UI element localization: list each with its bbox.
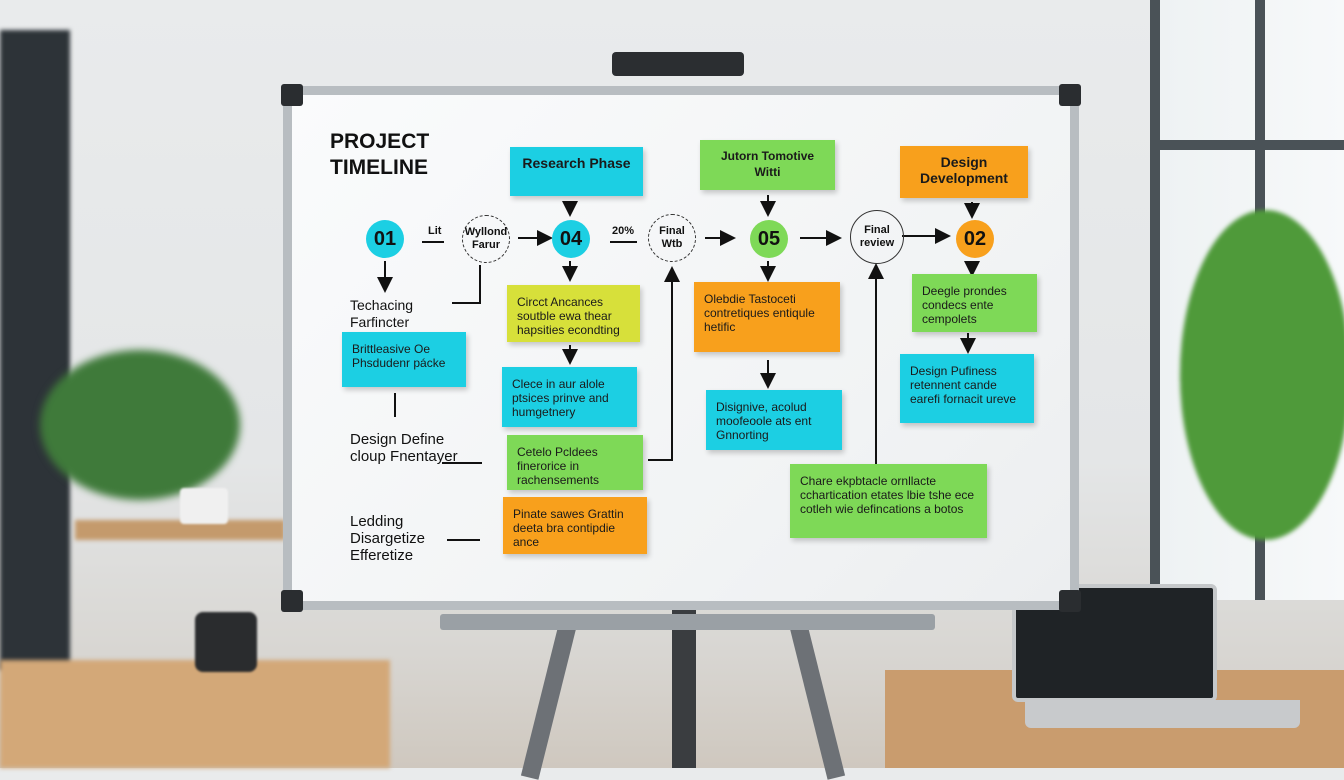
header-note-design: Design Development — [900, 146, 1028, 198]
connector-label: 20% — [612, 225, 635, 237]
easel-tray — [440, 614, 935, 630]
milestone-05: 05 — [750, 220, 788, 258]
sticky-note: Circct Ancances soutble ewa thear hapsit… — [507, 285, 640, 342]
board-corner — [1059, 590, 1081, 612]
board-corner — [281, 84, 303, 106]
header-note-research: Research Phase — [510, 147, 643, 196]
whiteboard: PROJECT TIMELINE Research Phase Jutorn T… — [281, 84, 1081, 612]
milestone-02: 02 — [956, 220, 994, 258]
side-table — [0, 660, 390, 768]
milestone-01: 01 — [366, 220, 404, 258]
board-corner — [1059, 84, 1081, 106]
wall-pillar — [0, 30, 70, 670]
plant-right — [1180, 210, 1344, 540]
wall-shelf — [75, 520, 285, 540]
sticky-note: Chare ekpbtacle ornllacte cchartication … — [790, 464, 987, 538]
sticky-note: Cetelo Pcldees finerorice in rachensemen… — [507, 435, 643, 490]
circle-node: Final Wtb — [648, 214, 696, 262]
sticky-note: Design Pufiness retennent cande earefi f… — [900, 354, 1034, 423]
circle-node-final-review: Final review — [850, 210, 904, 264]
sticky-note: Pinate sawes Grattin deeta bra contipdie… — [503, 497, 647, 554]
milestone-04: 04 — [552, 220, 590, 258]
side-label: Ledding Disargetize Efferetize — [350, 513, 426, 564]
title-line: TIMELINE — [330, 156, 428, 179]
easel-center-leg — [672, 608, 696, 768]
side-label: Design Define cloup Fnentayer — [350, 431, 458, 465]
board-corner — [281, 590, 303, 612]
sticky-note: Deegle prondes condecs ente cempolets — [912, 274, 1037, 332]
connector-label: Lit — [428, 225, 442, 237]
laptop-keyboard — [1025, 700, 1300, 728]
board-camera — [612, 52, 744, 76]
sticky-note: Brittleasive Oe Phsdudenr pácke — [342, 332, 466, 387]
sticky-note: Clece in aur alole ptsices prinve and hu… — [502, 367, 637, 427]
plant-left — [40, 350, 240, 500]
board-title: PROJECT TIMELINE — [330, 129, 429, 181]
header-note-green: Jutorn Tomotive Witti — [700, 140, 835, 190]
laptop-screen — [1012, 584, 1217, 702]
plant-pot — [180, 488, 228, 524]
sticky-note: Olebdie Tastoceti contretiques entiqule … — [694, 282, 840, 352]
title-line: PROJECT — [330, 130, 430, 153]
easel-right-leg — [788, 620, 846, 780]
mug — [195, 612, 257, 672]
side-label: Techacing Farfincter — [350, 297, 414, 330]
circle-node: Wyllond Farur — [462, 215, 510, 263]
sticky-note: Disignive, acolud moofeoole ats ent Gnno… — [706, 390, 842, 450]
easel-left-leg — [520, 620, 578, 780]
connector-lines — [377, 195, 980, 541]
